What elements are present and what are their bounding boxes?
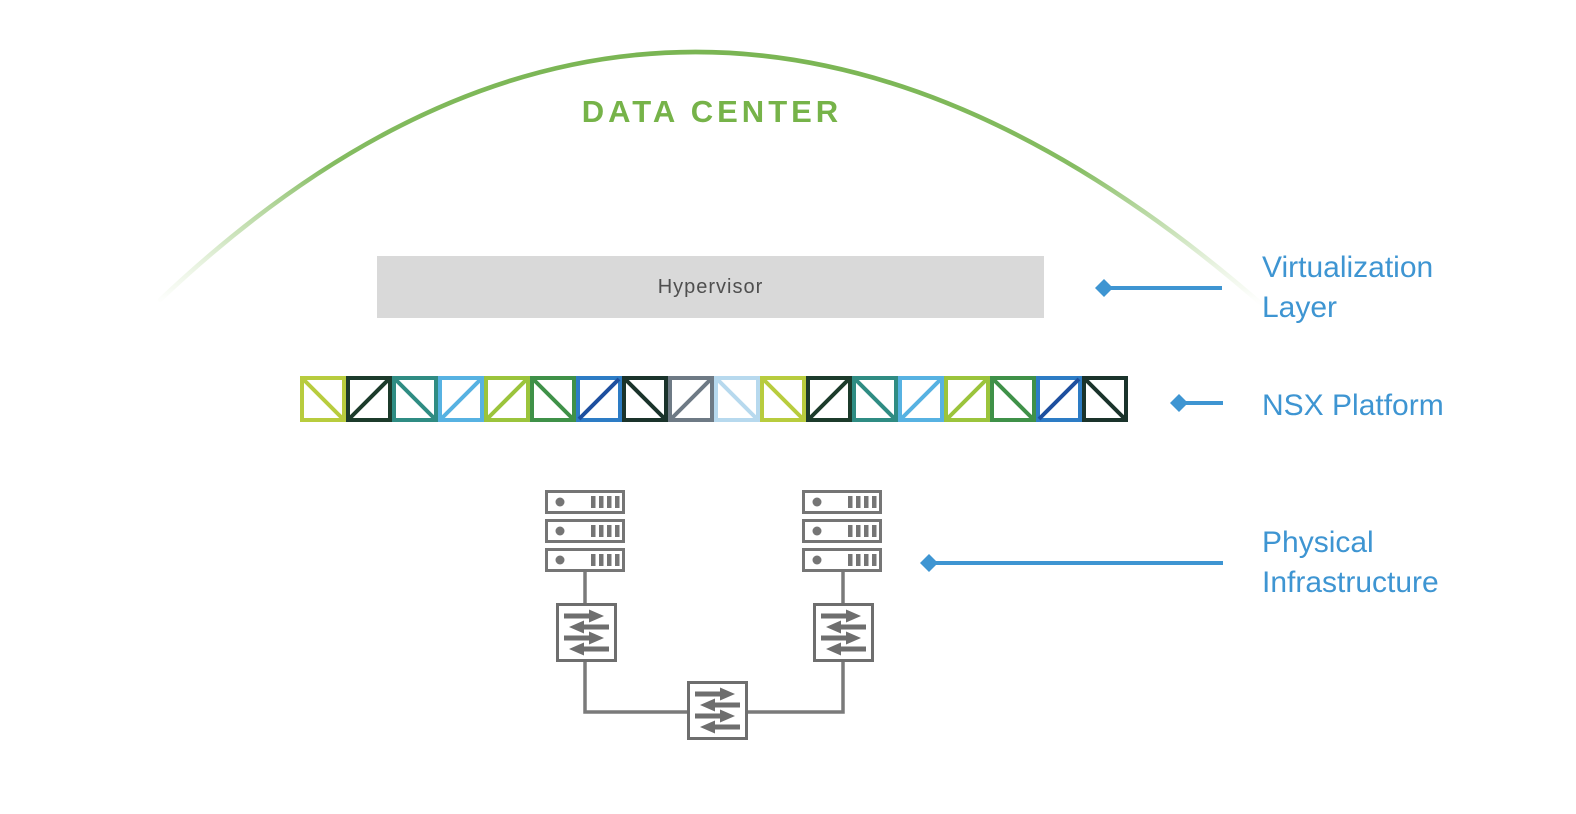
nsx-tile [346, 376, 392, 422]
data-center-title: DATA CENTER [581, 94, 843, 129]
nsx-tile [484, 376, 530, 422]
nsx-platform-tile-row [300, 376, 1128, 422]
server-icon [802, 548, 882, 572]
switch-icon-core [687, 681, 748, 740]
hypervisor-bar: Hypervisor [377, 256, 1044, 318]
server-icon [802, 519, 882, 543]
nsx-platform-label: NSX Platform [1262, 386, 1444, 426]
nsx-tile [806, 376, 852, 422]
nsx-tile [714, 376, 760, 422]
nsx-tile [898, 376, 944, 422]
nsx-tile [530, 376, 576, 422]
nsx-tile [990, 376, 1036, 422]
server-icon [545, 519, 625, 543]
arc-path [157, 49, 1269, 311]
server-icon [545, 548, 625, 572]
label-line: Layer [1262, 291, 1338, 324]
hypervisor-label: Hypervisor [657, 275, 764, 298]
nsx-tile [852, 376, 898, 422]
virtualization-leader [1095, 279, 1222, 297]
nsx-tile [944, 376, 990, 422]
nsx-tile [300, 376, 346, 422]
server-stack-right [802, 490, 882, 577]
nsx-tile [622, 376, 668, 422]
virtualization-layer-label: Virtualization Layer [1262, 248, 1433, 328]
switch-icon [687, 681, 748, 740]
nsx-tile [1082, 376, 1128, 422]
physical-infrastructure-label: Physical Infrastructure [1262, 523, 1439, 603]
server-icon [545, 490, 625, 514]
nsx-tile [576, 376, 622, 422]
server-stack-left [545, 490, 625, 577]
label-line: Infrastructure [1262, 566, 1439, 599]
nsx-tile [392, 376, 438, 422]
switch-icon [813, 603, 874, 662]
switch-icon-right [813, 603, 874, 662]
diamond-icon [920, 554, 938, 572]
physical-leader [920, 554, 1223, 572]
server-icon [802, 490, 882, 514]
nsx-tile [438, 376, 484, 422]
nsx-leader [1170, 394, 1223, 412]
diamond-icon [1095, 279, 1113, 297]
label-line: Virtualization [1262, 251, 1434, 284]
connector-line [747, 660, 845, 714]
nsx-tile [760, 376, 806, 422]
switch-icon [556, 603, 617, 662]
diamond-icon [1170, 394, 1188, 412]
label-line: Physical [1262, 526, 1374, 559]
network-connector-lines [583, 570, 845, 714]
nsx-tile [668, 376, 714, 422]
label-line: NSX Platform [1262, 389, 1444, 422]
nsx-tile [1036, 376, 1082, 422]
switch-icon-left [556, 603, 617, 662]
connector-line [583, 660, 687, 714]
